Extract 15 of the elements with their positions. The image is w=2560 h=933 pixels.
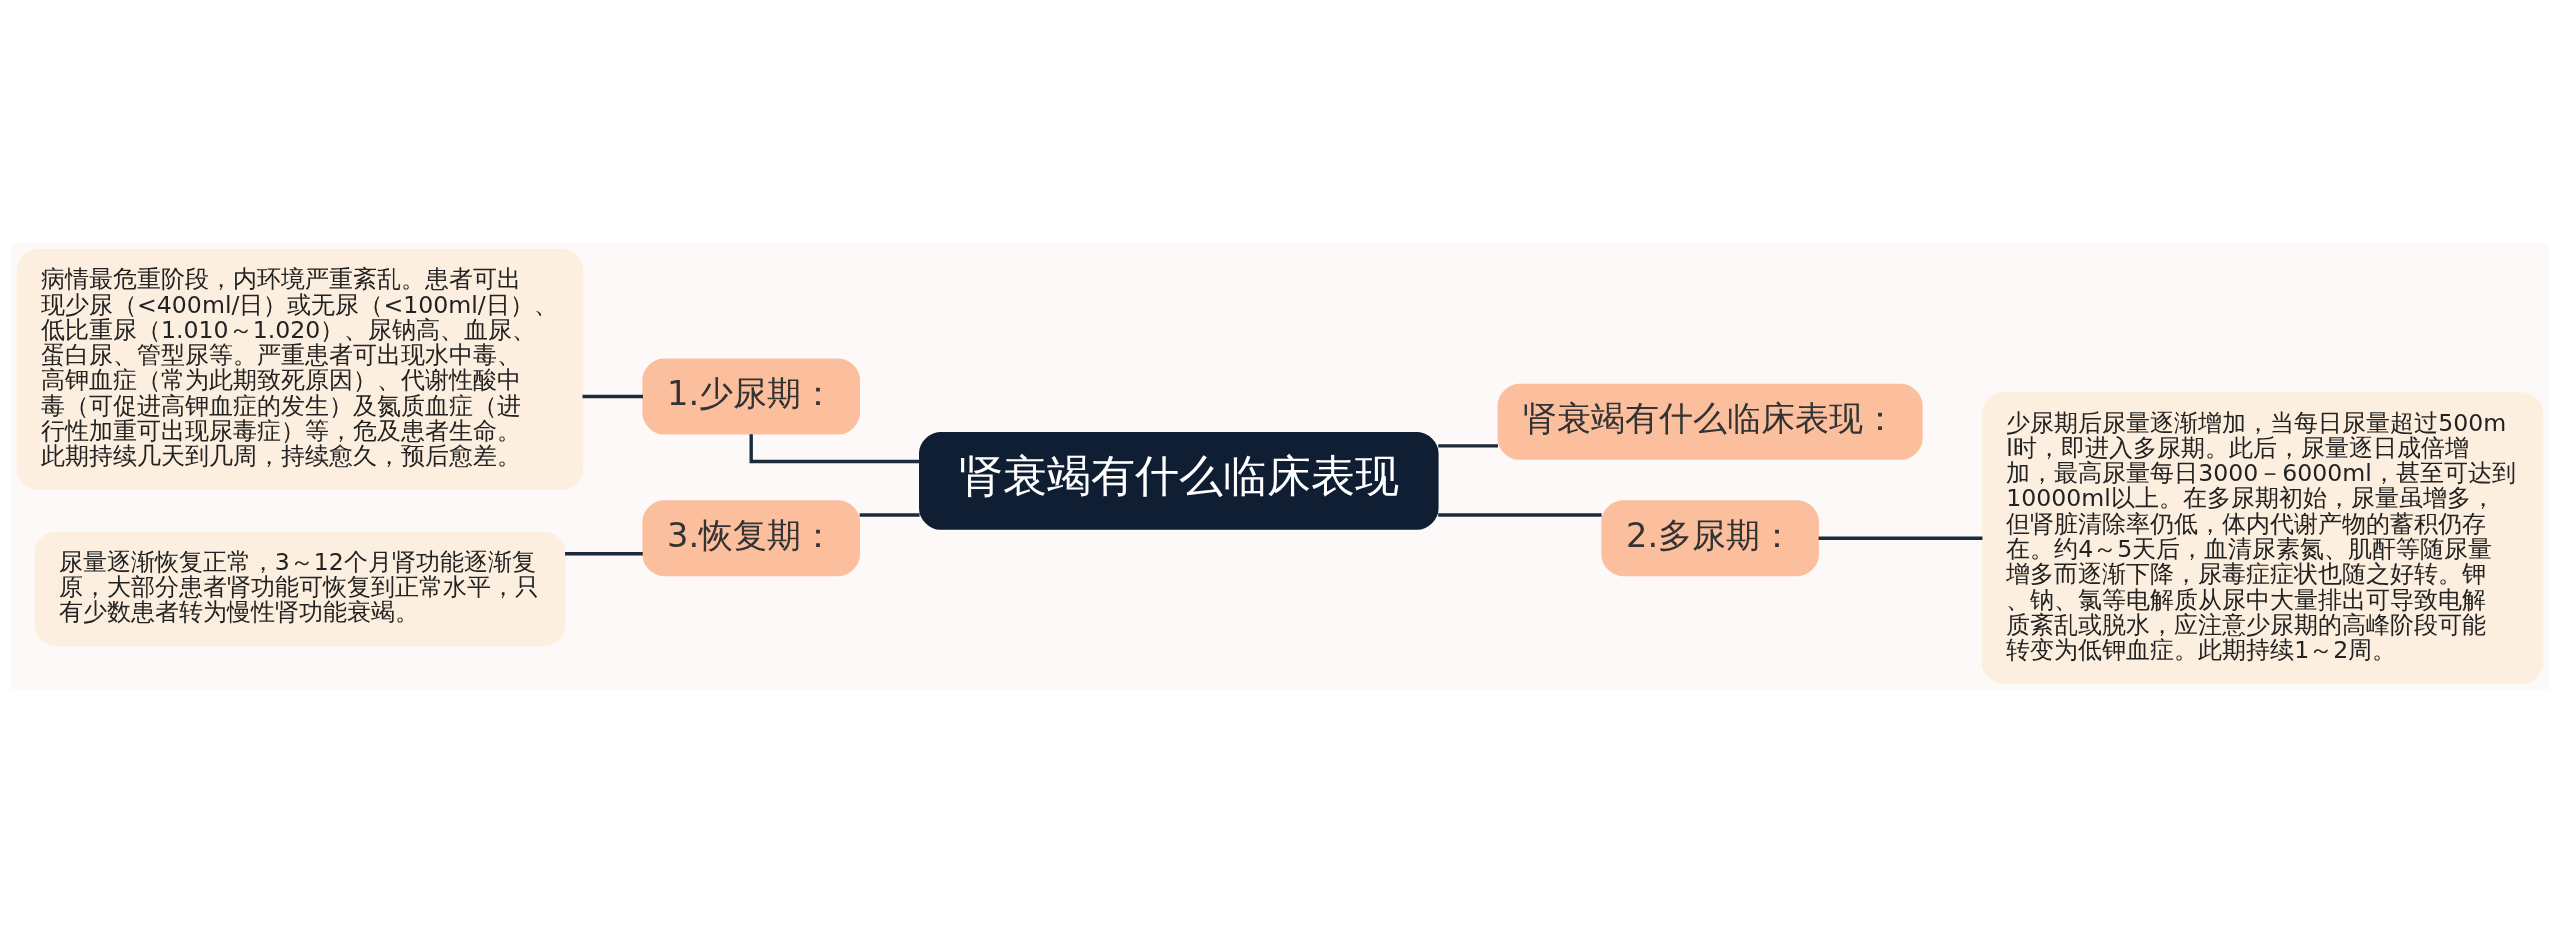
node-box: 3.恢复期： <box>642 500 860 577</box>
node-box: 肾衰竭有什么临床表现 <box>919 431 1439 530</box>
node-box: 2.多尿期： <box>1601 500 1819 577</box>
connector <box>565 552 643 556</box>
node-box: 病情最危重阶段，内环境严重紊乱。患者可出现少尿（<400ml/日）或无尿（<100ml/日）、低比重尿（1.010～1.020）、尿钠高、血尿、蛋白尿、管型尿等。严重患者可出现水中毒、高钾血症（常为此期致死原因）、代谢性酸中毒（可促进高钾血症的发生）及氮质血症（进行性加重可出现尿毒症）等，危及患者生命。此期持续几天到几周，持续愈久，预后愈差。 <box>16 248 584 491</box>
node-box: 1.少尿期： <box>642 358 860 435</box>
connector <box>749 434 920 464</box>
connector <box>1818 536 1983 540</box>
connector <box>1438 513 1602 517</box>
connector <box>859 513 920 517</box>
node-box: 尿量逐渐恢复正常，3～12个月肾功能逐渐复原，大部分患者肾功能可恢复到正常水平，只有少数患者转为慢性肾功能衰竭。 <box>34 531 566 647</box>
node-box: 少尿期后尿量逐渐增加，当每日尿量超过500ml时，即进入多尿期。此后，尿量逐日成倍增加，最高尿量每日3000－6000ml，甚至可达到10000ml以上。在多尿期初始，尿量虽增多，但肾脏清除率仍低，体内代谢产物的蓄积仍存在。约4～5天后，血清尿素氮、肌酐等随尿量增多而逐渐下降，尿毒症症状也随之好转。钾、钠、氯等电解质从尿中大量排出可导致电解质紊乱或脱水，应注意少尿期的高峰阶段可能转变为低钾血症。此期持续1～2周。 <box>1981 392 2544 685</box>
connector <box>582 394 643 399</box>
node-box: 肾衰竭有什么临床表现： <box>1497 383 1923 460</box>
connector <box>1438 444 1498 448</box>
